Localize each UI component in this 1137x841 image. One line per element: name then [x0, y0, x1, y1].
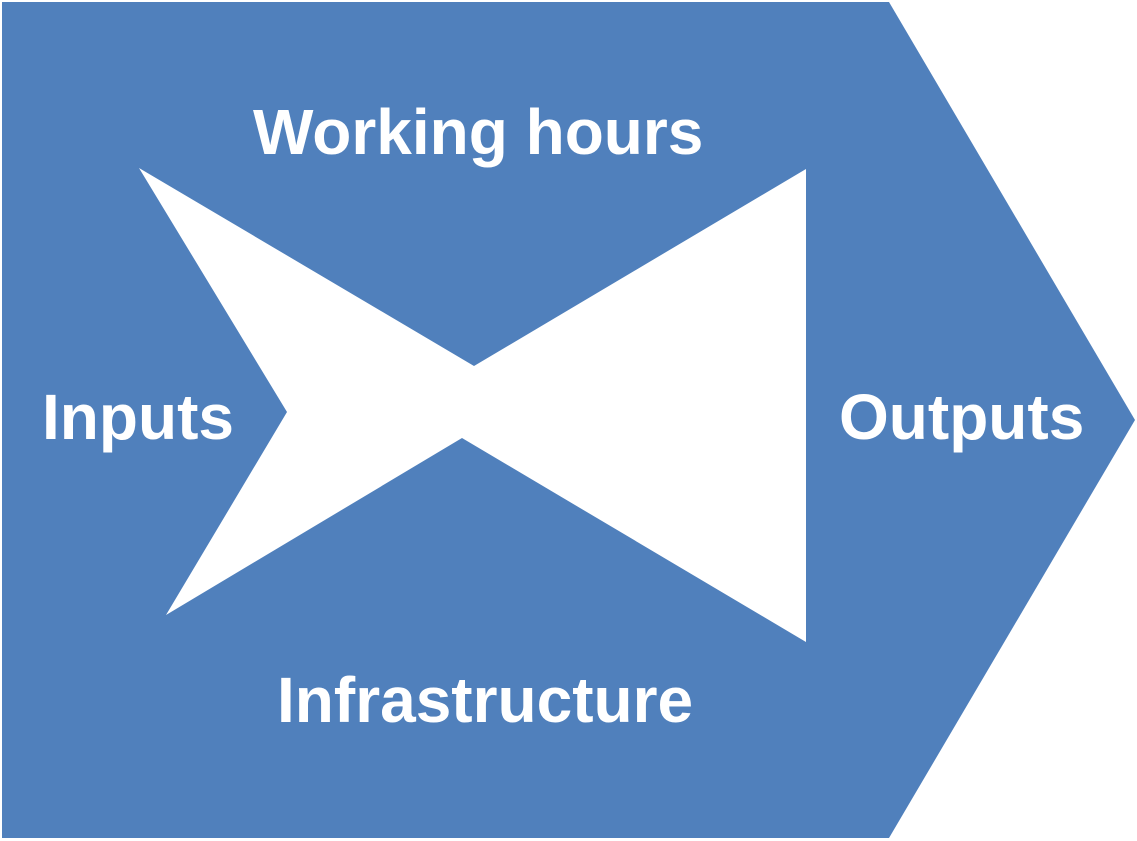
transformation-shape: [139, 168, 806, 642]
inputs-label: Inputs: [42, 381, 234, 453]
outputs-label: Outputs: [839, 381, 1085, 453]
working-hours-label: Working hours: [253, 96, 704, 168]
infrastructure-label: Infrastructure: [277, 664, 694, 736]
